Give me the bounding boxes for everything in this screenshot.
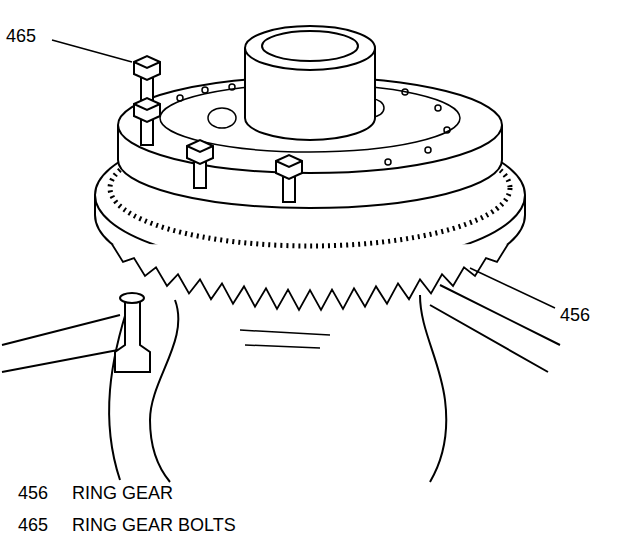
callout-number: 465 xyxy=(6,27,36,45)
callout-number: 456 xyxy=(560,306,590,324)
carrier-housing xyxy=(150,295,446,482)
callout-number: 456 xyxy=(18,484,48,502)
part-name: RING GEAR BOLTS xyxy=(72,516,236,534)
hub-bore xyxy=(262,31,358,61)
callout-number: 465 xyxy=(18,516,48,534)
axle-tube xyxy=(430,285,560,372)
leader-line xyxy=(470,268,555,308)
ring-gear-bolt xyxy=(134,98,160,145)
fitting xyxy=(115,300,150,372)
fitting-top xyxy=(120,293,144,303)
part-name: RING GEAR xyxy=(72,484,173,502)
hub xyxy=(245,26,375,70)
ring-gear-bolt xyxy=(187,140,213,188)
axle-tube xyxy=(2,315,120,372)
leader-line xyxy=(52,40,132,62)
housing-shading xyxy=(240,330,330,348)
gear-teeth xyxy=(112,244,508,310)
ring-gear-bolt xyxy=(134,56,160,100)
ring-gear-bolt xyxy=(276,155,302,202)
